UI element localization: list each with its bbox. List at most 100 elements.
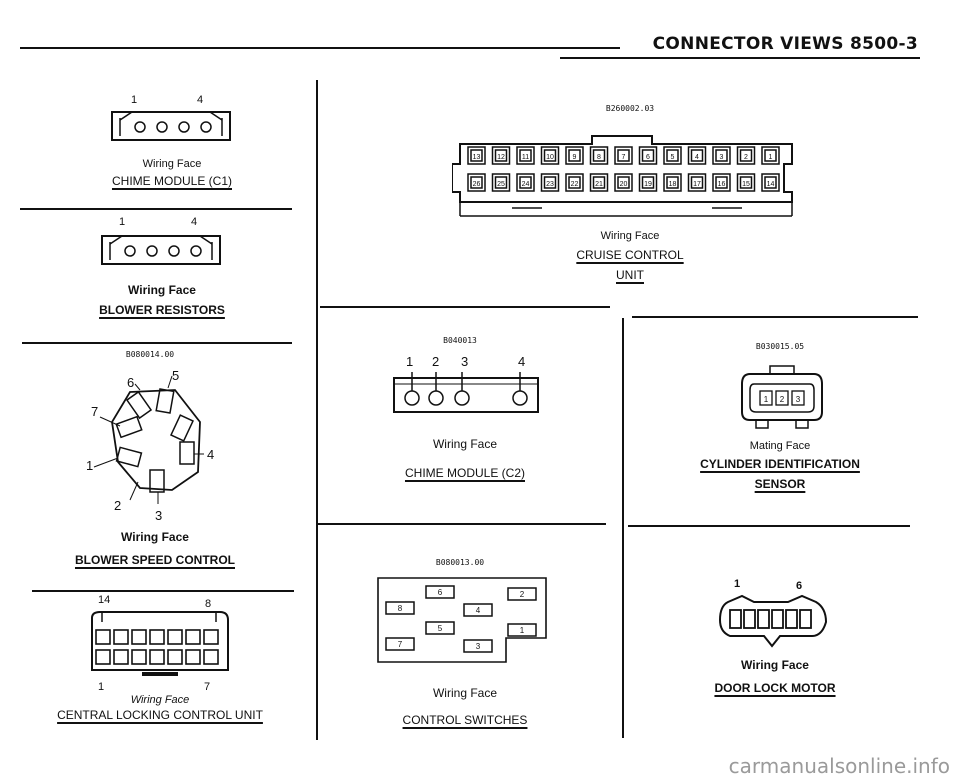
connector-label: BLOWER SPEED CONTROL	[74, 553, 235, 567]
connector-label: CHIME MODULE (C1)	[111, 174, 232, 188]
pin-cell	[614, 173, 633, 192]
connector-blower-speed	[93, 375, 204, 504]
pin-label: 8	[398, 604, 403, 613]
pin-label: 2	[520, 590, 525, 599]
pin-cell-inner	[519, 149, 532, 162]
pin-label: 1	[406, 354, 414, 369]
pin-label: 3	[476, 642, 481, 651]
pin-label: 19	[644, 181, 652, 188]
caption: Wiring Face	[741, 658, 809, 672]
pin-label: 17	[693, 181, 701, 188]
pin-cell-inner	[617, 149, 630, 162]
caption: Wiring Face	[130, 694, 190, 706]
pin-label: 6	[127, 375, 135, 390]
pin-cell	[761, 146, 780, 165]
pin-label: 14	[98, 594, 111, 606]
pin-cell-inner	[519, 176, 532, 189]
figure-code: B080013.00	[435, 558, 485, 567]
pin-cell-inner	[641, 149, 655, 162]
figure-code: B040013	[443, 336, 477, 345]
pin-cell-inner	[592, 149, 606, 162]
pin-cell-inner	[617, 176, 630, 189]
pin-label: 4	[207, 447, 215, 462]
pin-cell	[589, 173, 609, 192]
connector-chime-c2	[393, 372, 539, 413]
column-divider-left	[316, 80, 318, 740]
pin-cell	[589, 146, 609, 165]
header-rule	[20, 47, 620, 49]
watermark: carmanualsonline.info	[728, 754, 950, 778]
pin-cell-inner	[470, 176, 483, 189]
pin-label: 25	[497, 181, 505, 188]
pin-cell-inner	[494, 149, 508, 162]
connector-label: CONTROL SWITCHES	[402, 713, 528, 727]
pin-cell	[614, 146, 633, 165]
pin-label: 1	[86, 458, 94, 473]
pin-label: 20	[620, 181, 628, 188]
pin-label: 1	[734, 578, 741, 590]
pin-label: 7	[398, 640, 403, 649]
figure-code: B080014.00	[125, 350, 175, 359]
pin-label: 15	[742, 181, 750, 188]
pin-cell	[663, 146, 682, 165]
caption: Wiring Face	[121, 530, 189, 544]
pin-label: 3	[796, 395, 801, 404]
pin-cell	[467, 146, 486, 165]
pin-label: 16	[718, 181, 726, 188]
pin-cell-inner	[568, 176, 581, 189]
column-divider-right	[622, 318, 624, 738]
pin-label: 4	[191, 216, 198, 228]
header-rule-right	[560, 57, 920, 59]
pin-cell-inner	[568, 149, 581, 162]
pin-cell-inner	[690, 149, 704, 162]
caption: Wiring Face	[432, 686, 497, 700]
pin-cell	[516, 173, 535, 192]
pin-label: 1	[98, 681, 105, 693]
pin-label: 10	[546, 154, 554, 161]
connector-cylinder-id: 1 2 3	[741, 365, 823, 429]
pin-label: 14	[767, 181, 775, 188]
pin-cell	[540, 146, 560, 165]
connector-label: CYLINDER IDENTIFICATION	[700, 457, 860, 471]
pin-cell	[540, 173, 560, 192]
pin-cell	[712, 146, 731, 165]
pin-cell	[565, 173, 584, 192]
pin-label: 7	[622, 154, 626, 161]
pin-cell	[761, 173, 780, 192]
pin-label: 2	[114, 498, 122, 513]
connector-control-switches: 6 2 8 4 5 1 7 3	[377, 577, 547, 663]
connector-central-locking	[91, 611, 229, 676]
pin-label: 3	[461, 354, 469, 369]
figure-code: B030015.05	[755, 342, 805, 351]
pin-cell	[638, 173, 658, 192]
pin-label: 12	[497, 154, 505, 161]
pin-label: 13	[473, 154, 481, 161]
pin-cell-inner	[690, 176, 704, 189]
pin-cell	[491, 173, 511, 192]
separator	[628, 525, 910, 527]
pin-label: 4	[695, 154, 699, 161]
caption: Wiring Face	[600, 230, 660, 242]
figure-code: B260002.03	[605, 104, 655, 113]
pin-label: 18	[669, 181, 677, 188]
pin-label: 6	[646, 154, 650, 161]
pin-cell-inner	[739, 176, 753, 189]
pin-cell-inner	[470, 149, 483, 162]
pin-cell-inner	[739, 149, 753, 162]
pin-cell-inner	[764, 149, 777, 162]
pin-label: 2	[432, 354, 440, 369]
pin-cell	[663, 173, 682, 192]
pin-cell	[736, 146, 756, 165]
pin-cell	[687, 146, 707, 165]
pin-label: 6	[796, 580, 803, 592]
pin-cell	[687, 173, 707, 192]
connector-label-line2: UNIT	[616, 268, 644, 282]
pin-label: 5	[172, 368, 180, 383]
pin-cell-inner	[592, 176, 606, 189]
connector-label: CHIME MODULE (C2)	[404, 466, 525, 480]
pin-label: 24	[522, 181, 530, 188]
pin-label: 5	[438, 624, 443, 633]
pin-cell-inner	[666, 149, 679, 162]
separator	[320, 306, 610, 308]
